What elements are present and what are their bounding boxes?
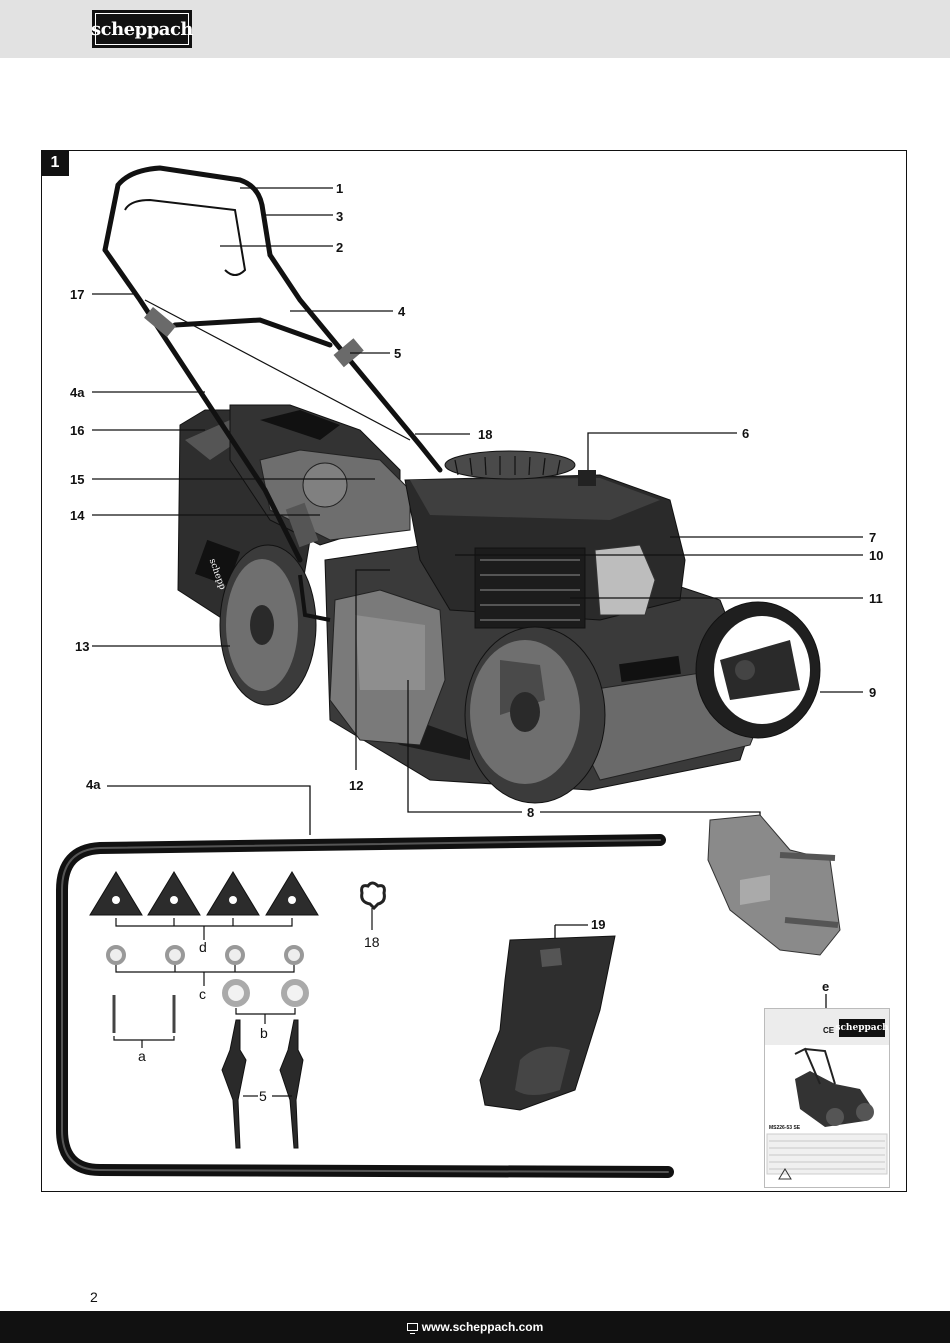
label-11: 11 xyxy=(869,591,883,606)
label-part-a: a xyxy=(138,1048,146,1064)
manual-model: MS226-53 SE xyxy=(769,1125,801,1131)
label-4a: 4a xyxy=(70,385,85,400)
label-8: 8 xyxy=(527,805,535,820)
label-1: 1 xyxy=(336,181,344,196)
label-part-e: e xyxy=(822,979,830,994)
monitor-icon xyxy=(406,1323,418,1334)
label-14: 14 xyxy=(70,508,85,523)
figure-number: 1 xyxy=(41,150,69,176)
footer-bar: www.scheppach.com xyxy=(0,1311,950,1343)
wheel-front-right xyxy=(695,601,821,739)
label-16: 16 xyxy=(70,423,85,438)
label-part-5: 5 xyxy=(259,1088,267,1104)
label-9: 9 xyxy=(869,685,877,700)
label-10: 10 xyxy=(869,548,884,563)
label-part-19: 19 xyxy=(591,917,606,932)
header-bar: scheppach xyxy=(0,0,950,58)
label-part-18: 18 xyxy=(364,934,380,950)
manual-cover-graphic xyxy=(766,1047,888,1180)
ce-mark: CE xyxy=(823,1026,835,1035)
label-17: 17 xyxy=(70,287,85,302)
operating-manual: CE scheppach MS226-53 SE xyxy=(764,1008,890,1188)
wheel-front-left xyxy=(464,626,606,804)
label-13: 13 xyxy=(75,639,90,654)
label-3: 3 xyxy=(336,209,344,224)
label-12: 12 xyxy=(349,778,364,793)
figure-frame xyxy=(41,150,907,1192)
knobs-d xyxy=(89,871,319,916)
label-5: 5 xyxy=(394,346,402,361)
page-number: 2 xyxy=(90,1289,98,1305)
wheel-rear-left xyxy=(219,544,317,706)
label-6: 6 xyxy=(742,426,750,441)
label-part-4a: 4a xyxy=(86,777,101,792)
label-7: 7 xyxy=(869,530,877,545)
label-part-d: d xyxy=(199,939,207,955)
scheppach-logo: scheppach xyxy=(91,10,194,48)
label-part-b: b xyxy=(260,1025,268,1041)
label-part-c: c xyxy=(199,986,206,1002)
label-2: 2 xyxy=(336,240,344,255)
label-18: 18 xyxy=(478,427,493,442)
manual-logo: scheppach xyxy=(835,1019,889,1037)
label-15: 15 xyxy=(70,472,85,487)
label-4: 4 xyxy=(398,304,406,319)
website-link[interactable]: www.scheppach.com xyxy=(421,1320,544,1334)
